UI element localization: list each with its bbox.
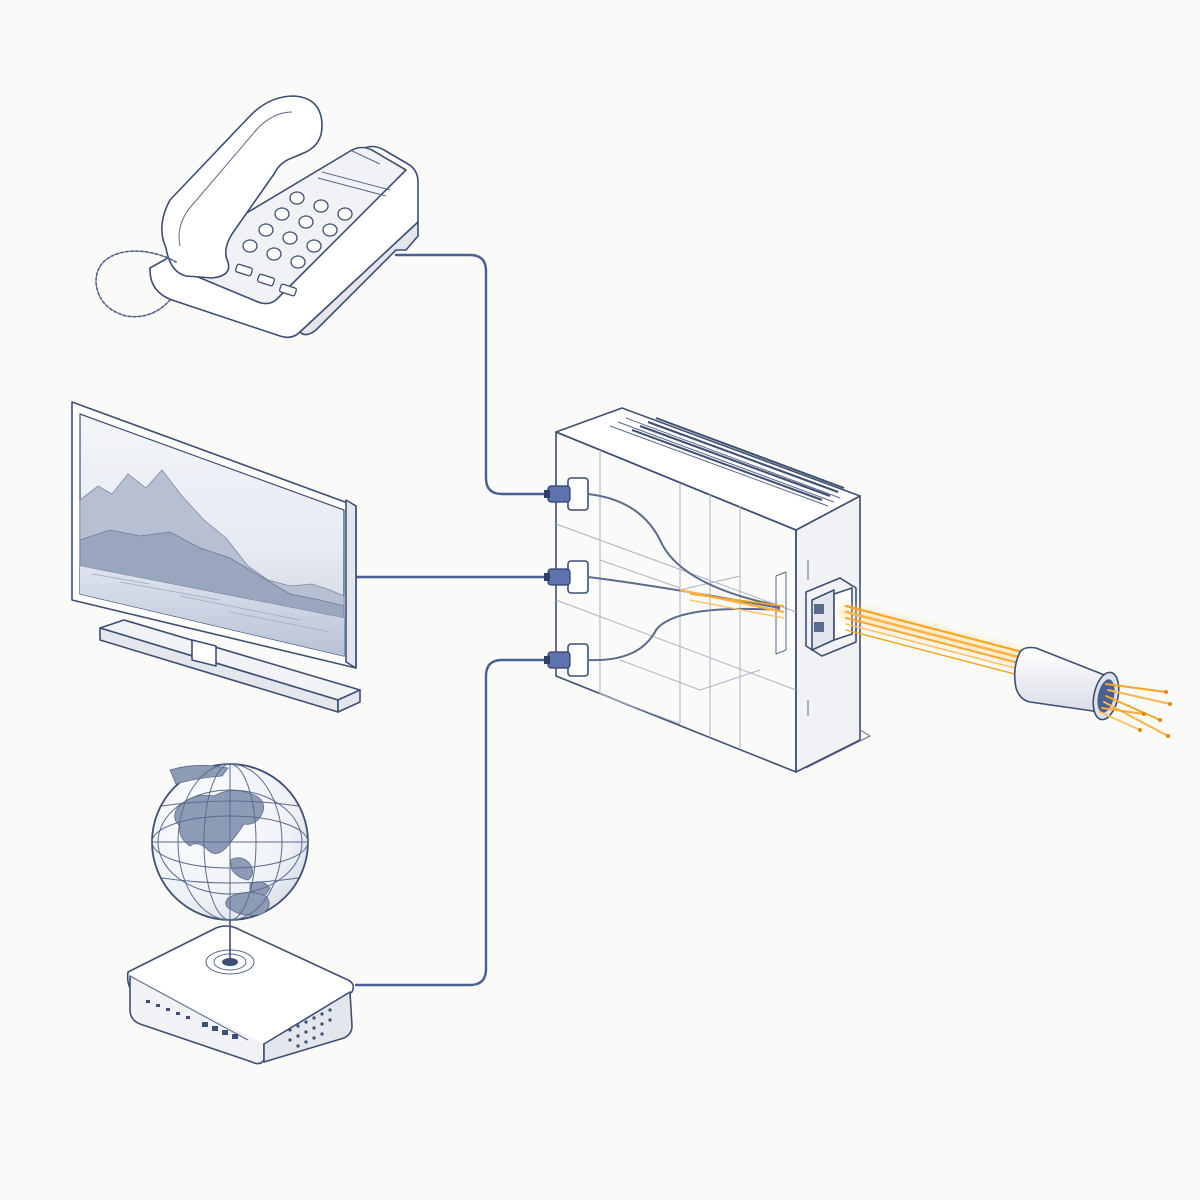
fiber-optic-beam	[837, 603, 1039, 679]
box-input-port-1	[544, 477, 589, 511]
telephone-handset	[161, 95, 323, 279]
network-terminal-box-icon	[544, 407, 871, 773]
copper-cables	[354, 253, 555, 987]
box-internal-frame	[555, 450, 797, 748]
television-icon	[71, 401, 361, 713]
fiber-strands	[1099, 683, 1172, 738]
router-vent-holes	[288, 1008, 332, 1048]
box-top-vents	[609, 417, 845, 507]
router-status-lights	[146, 1000, 238, 1039]
box-internal-wires	[587, 493, 785, 662]
telephone-keypad	[242, 191, 353, 269]
box-input-port-3	[544, 643, 589, 677]
fiber-optic-cable-icon	[1013, 646, 1172, 738]
globe-icon	[151, 763, 309, 921]
box-input-port-2	[544, 560, 589, 594]
telephone-cable	[394, 253, 555, 496]
internet-router-icon	[126, 899, 355, 1065]
telephone-icon	[95, 95, 419, 339]
box-fiber-connector	[805, 577, 857, 657]
router-cable	[354, 658, 555, 987]
